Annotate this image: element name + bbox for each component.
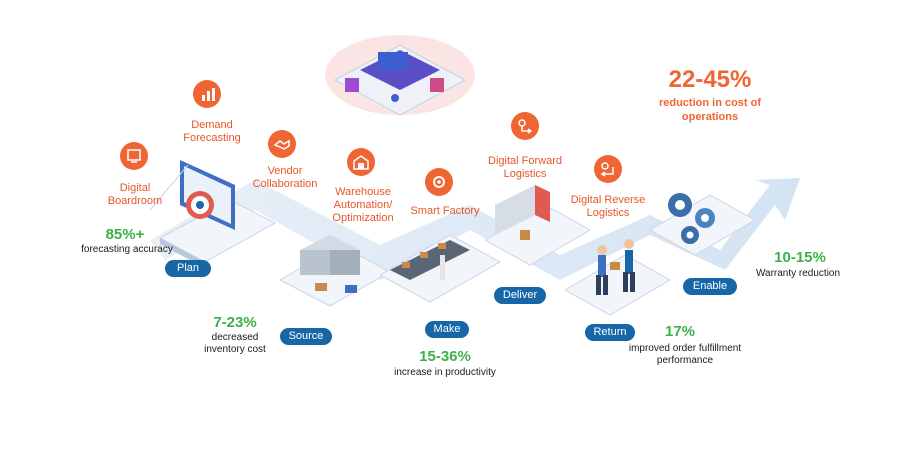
handshake-icon — [268, 130, 296, 158]
return-people-illustration — [596, 239, 635, 295]
route-reverse-icon — [594, 155, 622, 183]
capability-label-demand-forecasting: Demand Forecasting — [183, 119, 241, 144]
smart-factory-illustration — [325, 35, 475, 116]
stat-desc-productivity: increase in productivity — [394, 367, 496, 378]
capability-label-smart-factory: Smart Factory — [410, 205, 480, 217]
stat-value-inventory: 7-23% — [213, 314, 257, 331]
stage-deliver: Deliver — [494, 287, 546, 304]
stage-plan: Plan — [165, 260, 211, 277]
capability-label-digital-reverse-logistics: Digital Reverse Logistics — [570, 194, 646, 219]
stage-make: Make — [425, 321, 469, 338]
stage-return: Return — [585, 324, 635, 341]
path-arrow — [150, 178, 800, 280]
stage-source: Source — [280, 328, 332, 345]
capability-label-digital-forward-logistics: Digital Forward Logistics — [488, 155, 562, 180]
forecast-chart-icon — [193, 80, 221, 108]
headline-value: 22-45% — [668, 66, 752, 93]
warehouse-icon — [347, 148, 375, 176]
boardroom-icon — [120, 142, 148, 170]
stat-desc-forecasting: forecasting accuracy — [81, 244, 173, 255]
capability-label-warehouse-automation: Warehouse Automation/ Optimization — [332, 186, 394, 224]
stat-desc-inventory: decreased inventory cost — [204, 332, 266, 355]
gears-illustration — [668, 193, 715, 244]
capability-label-digital-boardroom: Digital Boardroom — [107, 182, 163, 207]
route-forward-icon — [511, 112, 539, 140]
stat-desc-fulfillment: improved order fulfillment performance — [628, 343, 742, 366]
stat-value-productivity: 15-36% — [419, 348, 471, 365]
capability-label-vendor-collaboration: Vendor Collaboration — [252, 165, 318, 190]
headline-description: reduction in cost of operations — [658, 97, 762, 123]
stat-desc-warranty: Warranty reduction — [755, 268, 841, 279]
warehouse-illustration — [300, 235, 360, 293]
stage-enable: Enable — [683, 278, 737, 295]
truck-illustration — [495, 185, 550, 240]
stat-value-forecasting: 85%+ — [105, 226, 145, 243]
stat-value-fulfillment: 17% — [664, 323, 696, 340]
factory-gear-icon — [425, 168, 453, 196]
stat-value-warranty: 10-15% — [774, 249, 826, 266]
production-line-illustration — [390, 240, 470, 280]
dashboard-illustration — [180, 160, 235, 230]
